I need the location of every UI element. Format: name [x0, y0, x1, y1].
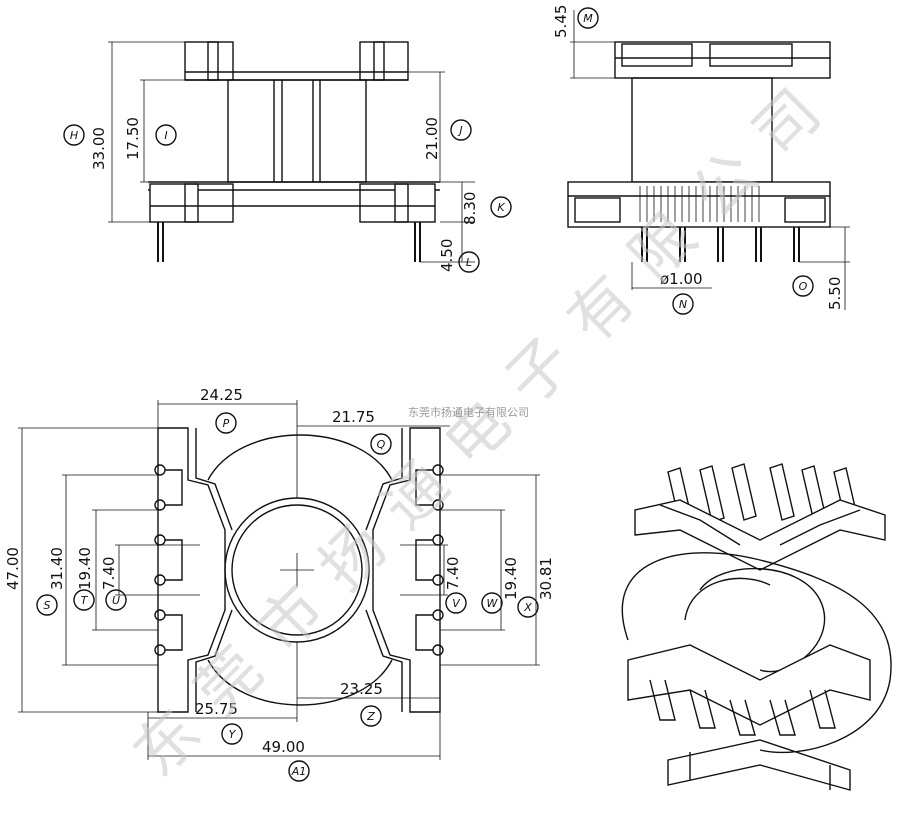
dim-y-value: 25.75 [195, 700, 238, 718]
svg-text:K: K [497, 201, 505, 214]
dim-z-value: 23.25 [340, 680, 383, 698]
svg-text:N: N [679, 298, 687, 311]
front-view [108, 41, 475, 263]
watermark-char-4: 扬 [305, 509, 400, 604]
bubble-a1: A1 [288, 760, 310, 782]
bubble-y: Y [221, 723, 243, 745]
dim-a1-value: 49.00 [262, 738, 305, 756]
dim-p-value: 24.25 [200, 386, 243, 404]
bubble-q: Q [370, 433, 392, 455]
dim-o-value: 5.50 [826, 277, 844, 310]
svg-text:I: I [164, 129, 167, 142]
dim-m-value: 5.45 [552, 5, 570, 38]
svg-text:Z: Z [366, 710, 375, 723]
svg-text:P: P [223, 417, 230, 430]
dim-u2-value: 7.40 [100, 557, 118, 590]
dim-l-value: 4.50 [438, 239, 456, 272]
dim-x-value: 30.81 [537, 557, 555, 600]
svg-text:A1: A1 [291, 765, 307, 778]
dim-n-value: ø1.00 [660, 270, 703, 288]
svg-text:U: U [112, 594, 120, 607]
watermark-small: 东莞市扬通电子有限公司 [408, 405, 529, 419]
dim-u-value: 19.40 [76, 547, 94, 590]
svg-text:M: M [583, 12, 593, 25]
svg-text:O: O [799, 280, 808, 293]
dim-i-value: 17.50 [124, 117, 142, 160]
watermark-char-8: 有 [553, 261, 648, 356]
bubble-n: N [672, 293, 694, 315]
dim-v-value: 7.40 [444, 557, 462, 590]
bubble-s: S [36, 594, 58, 616]
isometric-view [621, 463, 892, 791]
svg-text:Y: Y [229, 728, 237, 741]
svg-text:X: X [523, 601, 532, 614]
bubble-p: P [215, 412, 237, 434]
bubble-v: V [445, 592, 467, 614]
bubble-x: X [517, 596, 539, 618]
bubble-u: U [105, 589, 127, 611]
watermark-char-3: 市 [243, 571, 338, 666]
watermark-char-6: 电 [429, 385, 524, 480]
watermark-char-7: 子 [491, 323, 586, 418]
bubble-z: Z [360, 705, 382, 727]
bottom-view [18, 400, 540, 760]
dim-q-value: 21.75 [332, 408, 375, 426]
dim-k-value: 8.30 [461, 192, 479, 225]
side-view [567, 10, 850, 310]
bubble-k: K [490, 196, 512, 218]
svg-text:Q: Q [377, 438, 386, 451]
svg-text:S: S [44, 599, 51, 612]
bubble-h: H [63, 124, 85, 146]
bubble-i: I [155, 124, 177, 146]
svg-text:T: T [81, 594, 89, 607]
callout-bubbles: H I J K L M N O P Q S T U V W X Y Z A1 [36, 7, 814, 782]
bubble-m: M [577, 7, 599, 29]
dim-w-value: 19.40 [502, 557, 520, 600]
dim-j-value: 21.00 [423, 117, 441, 160]
svg-text:H: H [70, 129, 78, 142]
dim-s-value: 47.00 [4, 547, 22, 590]
svg-text:J: J [457, 124, 462, 137]
svg-text:W: W [487, 597, 499, 610]
watermark-char-5: 通 [367, 447, 462, 542]
svg-text:V: V [452, 597, 461, 610]
dim-t-value: 31.40 [48, 547, 66, 590]
bubble-w: W [481, 592, 503, 614]
bubble-o: O [792, 275, 814, 297]
dim-h-value: 33.00 [90, 127, 108, 170]
bubble-j: J [450, 119, 472, 141]
bubble-l: L [458, 251, 480, 273]
bubble-t: T [73, 589, 95, 611]
watermark-char-11: 司 [739, 75, 834, 170]
svg-text:L: L [466, 256, 472, 269]
